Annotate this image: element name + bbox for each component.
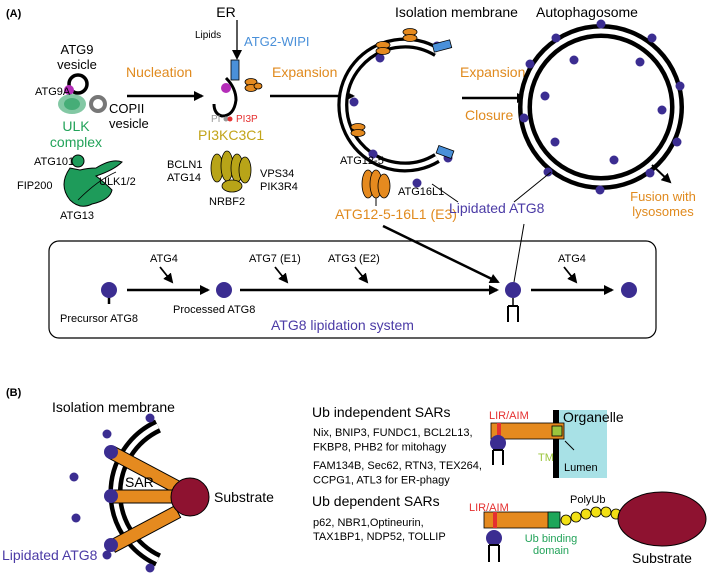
ub-dependent-diagram [483, 491, 707, 562]
atg9-vesicle [67, 73, 89, 95]
autophagosome-label: Autophagosome [536, 4, 638, 20]
pi3kc3c1-label: PI3KC3C1 [198, 127, 264, 143]
lir-aim-label-1: LIR/AIM [489, 410, 529, 422]
vps34-label: VPS34 [260, 168, 294, 180]
ulk-complex-shape: ATG101 FIP200 ULK1/2 ATG13 [17, 154, 136, 222]
lipids-label: Lipids [195, 30, 221, 41]
pi3p-label: PI3P [236, 114, 258, 125]
bcln1-label: BCLN1 [167, 159, 202, 171]
lipidation-system-label: ATG8 lipidation system [271, 317, 414, 333]
ulk-glow-inner [64, 98, 80, 110]
phagophore-nucleation-group: ER Lipids ATG2-WIPI PI PI3P PI3KC3C1 BCL… [167, 4, 309, 208]
ub-dependent-title: Ub dependent SARs [312, 493, 440, 509]
pi-label: PI [211, 114, 220, 125]
fusion-arrow [651, 164, 672, 184]
precursor-atg8-label: Precursor ATG8 [60, 313, 138, 325]
atg4-label-a: ATG4 [150, 253, 178, 265]
atg4-label-b: ATG4 [558, 253, 586, 265]
ub-independent-text: Nix, BNIP3, FUNDC1, BCL2L13,FKBP8, PHB2 … [313, 427, 482, 487]
sar-receptors [104, 445, 187, 553]
polyub-label: PolyUb [570, 494, 605, 506]
lir-aim-label-2: LIR/AIM [469, 502, 509, 514]
pi3kc3c1-complex [210, 150, 252, 193]
substrate-label-b2: Substrate [632, 550, 692, 566]
expansion-label: Expansion [272, 64, 337, 80]
atg12-5-label: ATG12-5 [340, 155, 384, 167]
small-orange-protein [244, 78, 263, 92]
precursor-atg8 [101, 282, 117, 304]
nrbf2-label: NRBF2 [209, 196, 245, 208]
ub-independent-title: Ub independent SARs [312, 404, 451, 420]
ulk12-label: ULK1/2 [99, 176, 136, 188]
isolation-membrane-label-b: Isolation membrane [52, 399, 175, 415]
atg9a-dot [64, 85, 74, 95]
lipidated-atg8-label-b: Lipidated ATG8 [2, 547, 98, 563]
tm-label: TM [538, 452, 554, 464]
isolation-membrane-label: Isolation membrane [395, 4, 518, 20]
pik3r4-label: PIK3R4 [260, 181, 298, 193]
substrate-label-b: Substrate [214, 489, 274, 505]
atg14-label: ATG14 [167, 172, 201, 184]
processed-atg8-label: Processed ATG8 [173, 304, 255, 316]
panel-a-label: (A) [6, 8, 22, 20]
atg16l1-label: ATG16L1 [398, 186, 444, 198]
atg9a-dot-er [221, 83, 231, 93]
lumen-label: Lumen [564, 462, 598, 474]
autophagosome: Autophagosome [518, 4, 685, 195]
substrate-b [170, 477, 210, 517]
atg12-5-16l1-label: ATG12-5-16L1 (E3) [335, 206, 457, 222]
lipidated-atg8-a [505, 282, 521, 322]
processed-atg8 [216, 282, 232, 298]
fip200-label: FIP200 [17, 180, 52, 192]
copii-vesicle [89, 95, 107, 113]
pi-dot [223, 116, 229, 122]
expansion2-label: Expansion [460, 64, 525, 80]
er-label: ER [216, 4, 235, 20]
organelle-label: Organelle [563, 409, 624, 425]
closure-label: Closure [465, 107, 513, 123]
nascent-membrane [212, 76, 238, 118]
ub-dependent-text: p62, NBR1,Optineurin,TAX1BP1, NDP52, TOL… [313, 517, 446, 543]
pi3p-dot [227, 116, 233, 122]
atg13-label: ATG13 [60, 210, 94, 222]
atg12-5-16l1-protein [361, 169, 391, 206]
sar-label: SAR [125, 474, 154, 490]
atg9a-label: ATG9A [35, 86, 71, 98]
atg2-wipi-rod [230, 59, 240, 81]
atg101-label: ATG101 [34, 156, 74, 168]
atg3-label: ATG3 (E2) [328, 253, 380, 265]
atg7-label: ATG7 (E1) [249, 253, 301, 265]
panel-b-label: (B) [6, 387, 22, 399]
isolation-membrane-a: Isolation membrane [337, 4, 518, 188]
final-atg8 [621, 282, 637, 298]
lipidated-atg8-label-a: Lipidated ATG8 [449, 200, 545, 216]
atg2-wipi-label: ATG2-WIPI [244, 34, 309, 49]
nucleation-label: Nucleation [126, 64, 192, 80]
lipidation-system-box [48, 240, 657, 339]
organelle-diagram [490, 410, 607, 478]
